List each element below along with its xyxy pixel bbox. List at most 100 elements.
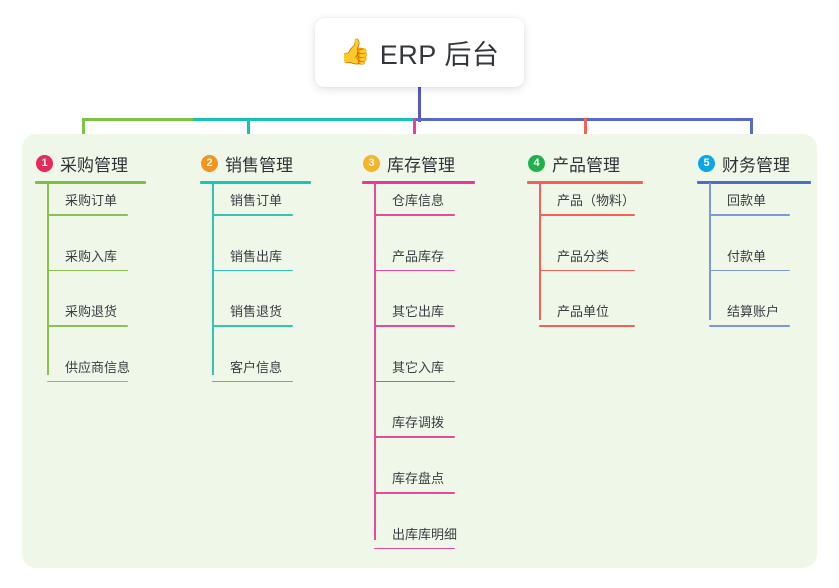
leaf-item[interactable]: 产品单位 bbox=[539, 304, 649, 327]
leaf-item-label: 回款单 bbox=[727, 193, 767, 208]
leaf-item[interactable]: 采购入库 bbox=[47, 249, 152, 272]
branch-column-3: 3 库存管理仓库信息产品库存其它出库其它入库库存调拨库存盘点出库库明细 bbox=[362, 148, 481, 550]
bus-segment-green bbox=[83, 117, 193, 121]
leaf-item[interactable]: 出库库明细 bbox=[374, 527, 481, 550]
branch-column-5: 5 财务管理回款单付款单结算账户 bbox=[697, 148, 817, 327]
branch-index-badge: 4 bbox=[528, 154, 545, 172]
leaf-item-underline bbox=[212, 214, 293, 216]
leaf-item[interactable]: 付款单 bbox=[709, 249, 817, 272]
branch-header-4[interactable]: 4 产品管理 bbox=[527, 148, 649, 178]
branch-spine bbox=[374, 183, 376, 540]
leaf-item[interactable]: 销售订单 bbox=[212, 193, 317, 216]
leaf-item-underline bbox=[47, 269, 128, 272]
leaf-item-underline bbox=[374, 325, 455, 327]
leaf-item[interactable]: 供应商信息 bbox=[47, 360, 152, 383]
stub-finance bbox=[749, 117, 753, 141]
leaf-item[interactable]: 回款单 bbox=[709, 193, 817, 216]
branch-title: 财务管理 bbox=[722, 155, 790, 175]
leaf-item[interactable]: 结算账户 bbox=[709, 304, 817, 327]
leaf-item-label: 仓库信息 bbox=[392, 193, 445, 208]
branch-column-4: 4 产品管理产品（物料） 产品分类产品单位 bbox=[527, 148, 649, 327]
branch-header-3[interactable]: 3 库存管理 bbox=[362, 148, 481, 178]
leaf-item-underline bbox=[47, 380, 128, 383]
leaf-item-underline bbox=[374, 547, 455, 550]
leaf-item-label: 其它入库 bbox=[392, 359, 445, 375]
leaf-item-underline bbox=[709, 325, 790, 327]
branch-spine bbox=[709, 183, 711, 320]
root-node-content: 👍 ERP 后台 bbox=[340, 33, 500, 72]
leaf-item-label: 销售出库 bbox=[230, 248, 283, 264]
branch-underline bbox=[200, 181, 311, 184]
leaf-item-label: 采购订单 bbox=[65, 193, 118, 208]
branch-underline bbox=[527, 181, 643, 184]
leaf-item-underline bbox=[539, 269, 635, 272]
leaf-item-label: 采购退货 bbox=[65, 304, 118, 320]
leaf-item-underline bbox=[47, 325, 128, 327]
leaf-item[interactable]: 采购订单 bbox=[47, 193, 152, 216]
leaf-item[interactable]: 其它入库 bbox=[374, 360, 481, 383]
branch-title: 销售管理 bbox=[225, 155, 293, 175]
leaf-item-underline bbox=[374, 269, 455, 272]
leaf-item-label: 产品库存 bbox=[392, 248, 445, 264]
leaf-item[interactable]: 产品分类 bbox=[539, 249, 649, 272]
thumbs-up-icon: 👍 bbox=[339, 38, 371, 66]
root-node-card[interactable]: 👍 ERP 后台 bbox=[315, 18, 524, 87]
branch-header-1[interactable]: 1 采购管理 bbox=[35, 148, 152, 178]
branch-leaf-list: 回款单付款单结算账户 bbox=[697, 184, 817, 327]
leaf-item-label: 出库库明细 bbox=[392, 526, 458, 542]
leaf-item-underline bbox=[374, 491, 455, 494]
leaf-item-underline bbox=[709, 269, 790, 272]
branch-leaf-list: 仓库信息产品库存其它出库其它入库库存调拨库存盘点出库库明细 bbox=[362, 184, 481, 550]
leaf-item-label: 付款单 bbox=[727, 248, 767, 264]
branch-title: 采购管理 bbox=[60, 155, 128, 175]
branch-spine bbox=[47, 183, 49, 375]
branch-underline bbox=[362, 181, 475, 184]
branch-column-1: 1 采购管理采购订单采购入库采购退货供应商信息 bbox=[35, 148, 152, 383]
leaf-item[interactable]: 库存调拨 bbox=[374, 415, 481, 438]
branch-title: 产品管理 bbox=[552, 155, 620, 175]
leaf-item[interactable]: 销售出库 bbox=[212, 249, 317, 272]
leaf-item-underline bbox=[539, 214, 635, 216]
branch-index-badge: 1 bbox=[36, 154, 53, 172]
leaf-item-label: 采购入库 bbox=[65, 248, 118, 264]
root-node-title: ERP 后台 bbox=[379, 40, 500, 70]
branch-index-badge: 3 bbox=[363, 154, 380, 172]
stub-sales bbox=[246, 117, 250, 141]
leaf-item-underline bbox=[212, 269, 293, 272]
branch-column-2: 2 销售管理销售订单销售出库销售退货客户信息 bbox=[200, 148, 317, 383]
leaf-item-label: 产品（物料） bbox=[557, 193, 636, 208]
root-trunk-line bbox=[417, 87, 421, 122]
leaf-item-label: 销售订单 bbox=[230, 193, 283, 208]
leaf-item-label: 其它出库 bbox=[392, 304, 445, 320]
leaf-item[interactable]: 仓库信息 bbox=[374, 193, 481, 216]
leaf-item[interactable]: 产品库存 bbox=[374, 249, 481, 272]
leaf-item[interactable]: 采购退货 bbox=[47, 304, 152, 327]
leaf-item-label: 产品分类 bbox=[557, 248, 610, 264]
branch-header-2[interactable]: 2 销售管理 bbox=[200, 148, 317, 178]
branch-index-badge: 2 bbox=[201, 154, 218, 172]
branch-title: 库存管理 bbox=[387, 155, 455, 175]
leaf-item[interactable]: 销售退货 bbox=[212, 304, 317, 327]
leaf-item-label: 结算账户 bbox=[727, 304, 780, 320]
leaf-item-label: 客户信息 bbox=[230, 359, 283, 375]
branch-leaf-list: 销售订单销售出库销售退货客户信息 bbox=[200, 184, 317, 383]
leaf-item-underline bbox=[212, 380, 293, 383]
branch-underline bbox=[697, 181, 811, 184]
stub-inventory bbox=[412, 117, 416, 141]
leaf-item[interactable]: 库存盘点 bbox=[374, 471, 481, 494]
leaf-item[interactable]: 产品（物料） bbox=[539, 193, 649, 216]
leaf-item-underline bbox=[374, 214, 455, 216]
leaf-item-underline bbox=[374, 436, 455, 438]
leaf-item-label: 产品单位 bbox=[557, 304, 610, 320]
leaf-item[interactable]: 其它出库 bbox=[374, 304, 481, 327]
leaf-item-underline bbox=[47, 214, 128, 216]
branch-header-5[interactable]: 5 财务管理 bbox=[697, 148, 817, 178]
bus-segment-teal bbox=[193, 117, 416, 121]
leaf-item-label: 库存盘点 bbox=[392, 470, 445, 486]
leaf-item-underline bbox=[374, 380, 455, 383]
branch-index-badge: 5 bbox=[698, 154, 715, 172]
leaf-item-label: 销售退货 bbox=[230, 304, 283, 320]
leaf-item-underline bbox=[709, 214, 790, 216]
leaf-item[interactable]: 客户信息 bbox=[212, 360, 317, 383]
